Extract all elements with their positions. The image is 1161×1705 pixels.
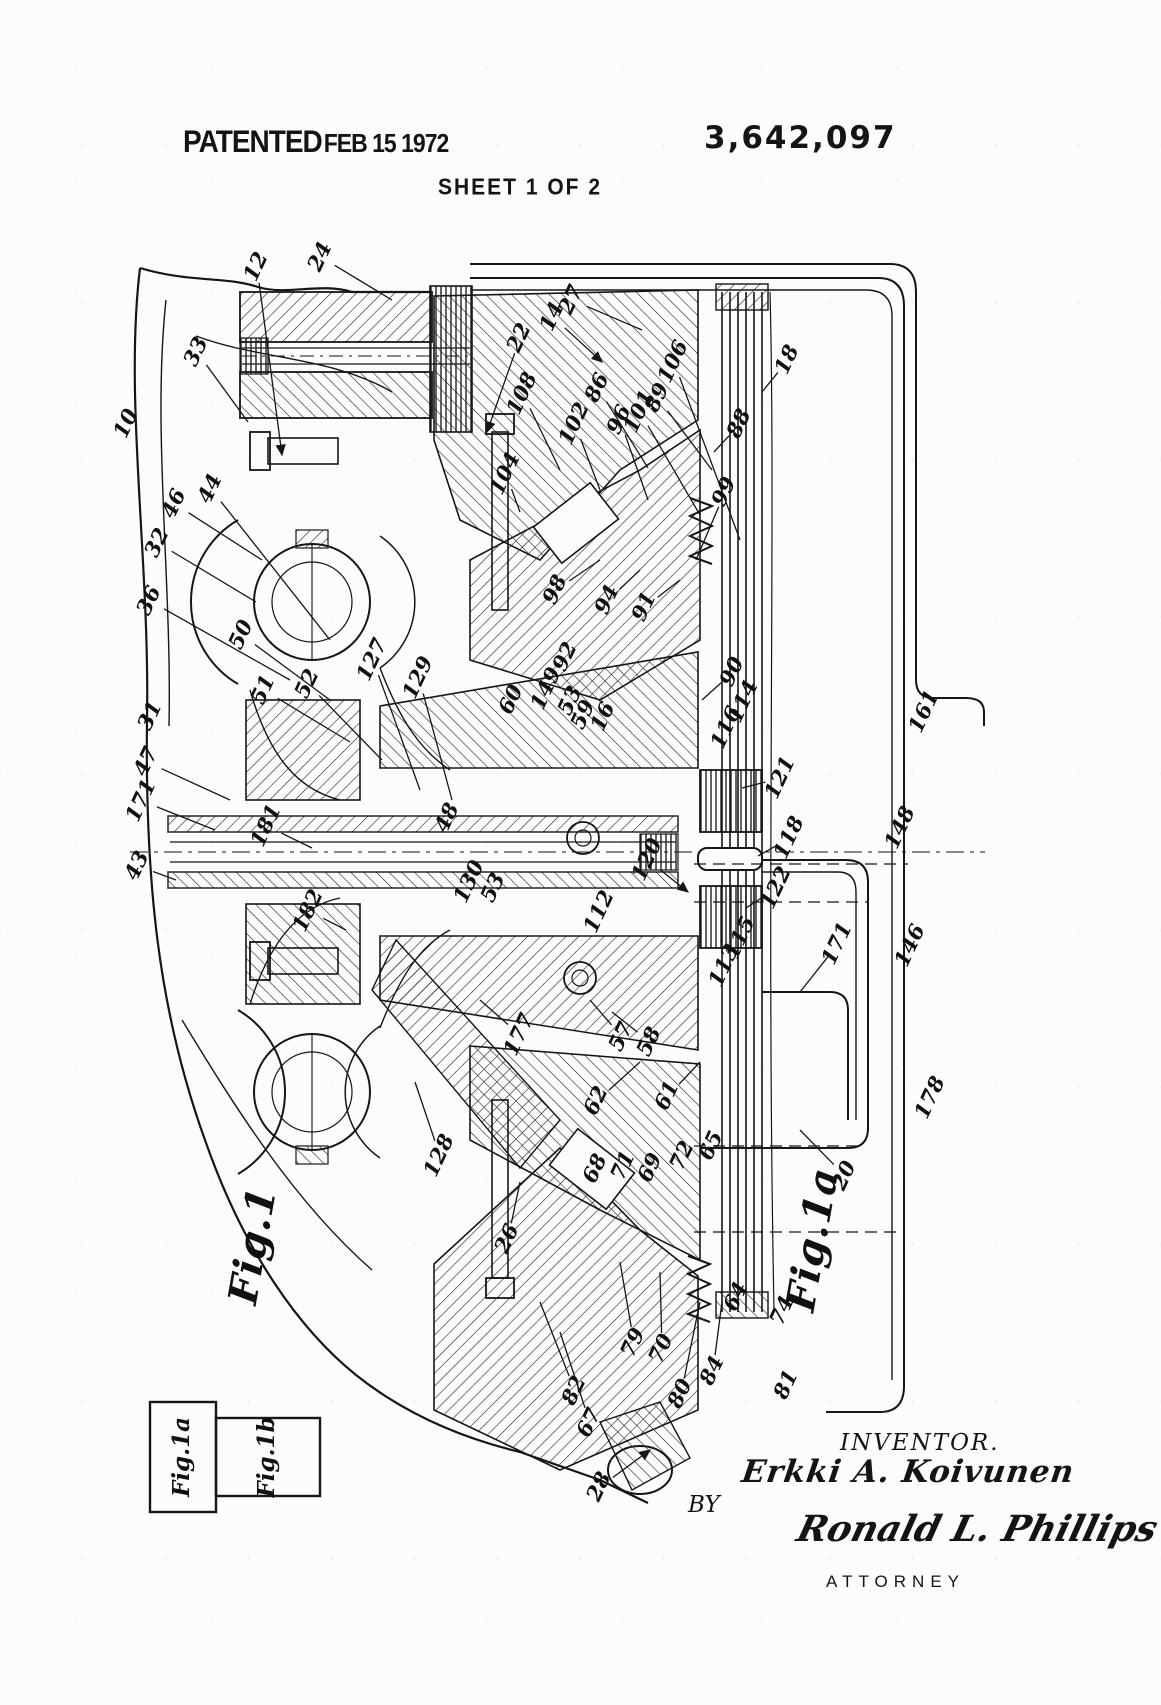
ref-numeral: 47	[128, 742, 163, 779]
inventor-name: Erkki A. Koivunen	[739, 1454, 1076, 1490]
ref-numeral: 32	[139, 524, 174, 561]
ref-numeral: 128	[418, 1130, 459, 1181]
ref-numeral: 36	[131, 581, 166, 618]
inventor-heading: INVENTOR.	[840, 1430, 1000, 1456]
ref-numeral: 33	[178, 333, 213, 370]
ref-numeral: 52	[289, 665, 324, 702]
ref-numeral-leader	[762, 372, 778, 392]
ref-numeral-leader	[162, 769, 230, 800]
stud-bolts	[250, 414, 514, 1298]
ref-numeral: 43	[119, 847, 154, 884]
by-label: BY	[688, 1492, 720, 1518]
ref-numeral: 118	[768, 812, 809, 863]
ref-numeral: 28	[580, 1467, 616, 1505]
ref-numeral: 121	[759, 752, 800, 802]
ref-numeral-leader	[172, 551, 256, 602]
ref-numeral: 171	[816, 918, 857, 968]
ref-numeral: 46	[156, 484, 191, 521]
ref-numeral-leader	[415, 1082, 435, 1141]
attorney-label: ATTORNEY	[826, 1572, 965, 1592]
ref-numeral-leader	[281, 833, 312, 848]
ref-numeral: 146	[889, 920, 930, 971]
ref-numeral: 44	[192, 470, 227, 507]
ref-numeral: 10	[108, 404, 143, 441]
ref-numeral: 12	[238, 248, 273, 285]
ref-numeral: 112	[578, 886, 619, 936]
attorney-signature: Ronald L. Phillips	[793, 1508, 1161, 1550]
figure-label: Fig.1a	[777, 1164, 849, 1316]
ref-numeral: 81	[767, 1366, 802, 1404]
ref-numeral: 178	[909, 1072, 950, 1123]
ref-numeral: 18	[769, 340, 804, 377]
ref-numeral: 88	[720, 404, 756, 442]
ref-numeral: 129	[397, 652, 438, 703]
ref-numeral: 148	[879, 802, 920, 853]
ref-numeral: 24	[301, 238, 336, 276]
ref-numeral-leader	[702, 683, 721, 700]
ref-numeral: 50	[223, 615, 258, 652]
ref-numeral: 31	[132, 697, 167, 734]
ref-numeral: 161	[903, 686, 944, 736]
ref-numeral: 122	[755, 862, 796, 912]
ref-numeral: 127	[351, 634, 392, 685]
key-box-label: Fig.1a	[168, 1417, 195, 1498]
ref-numeral: 171	[120, 775, 161, 825]
key-box-label: Fig.1b	[253, 1416, 280, 1498]
ref-numeral-leader	[188, 513, 262, 560]
ref-numeral: 99	[706, 472, 741, 509]
